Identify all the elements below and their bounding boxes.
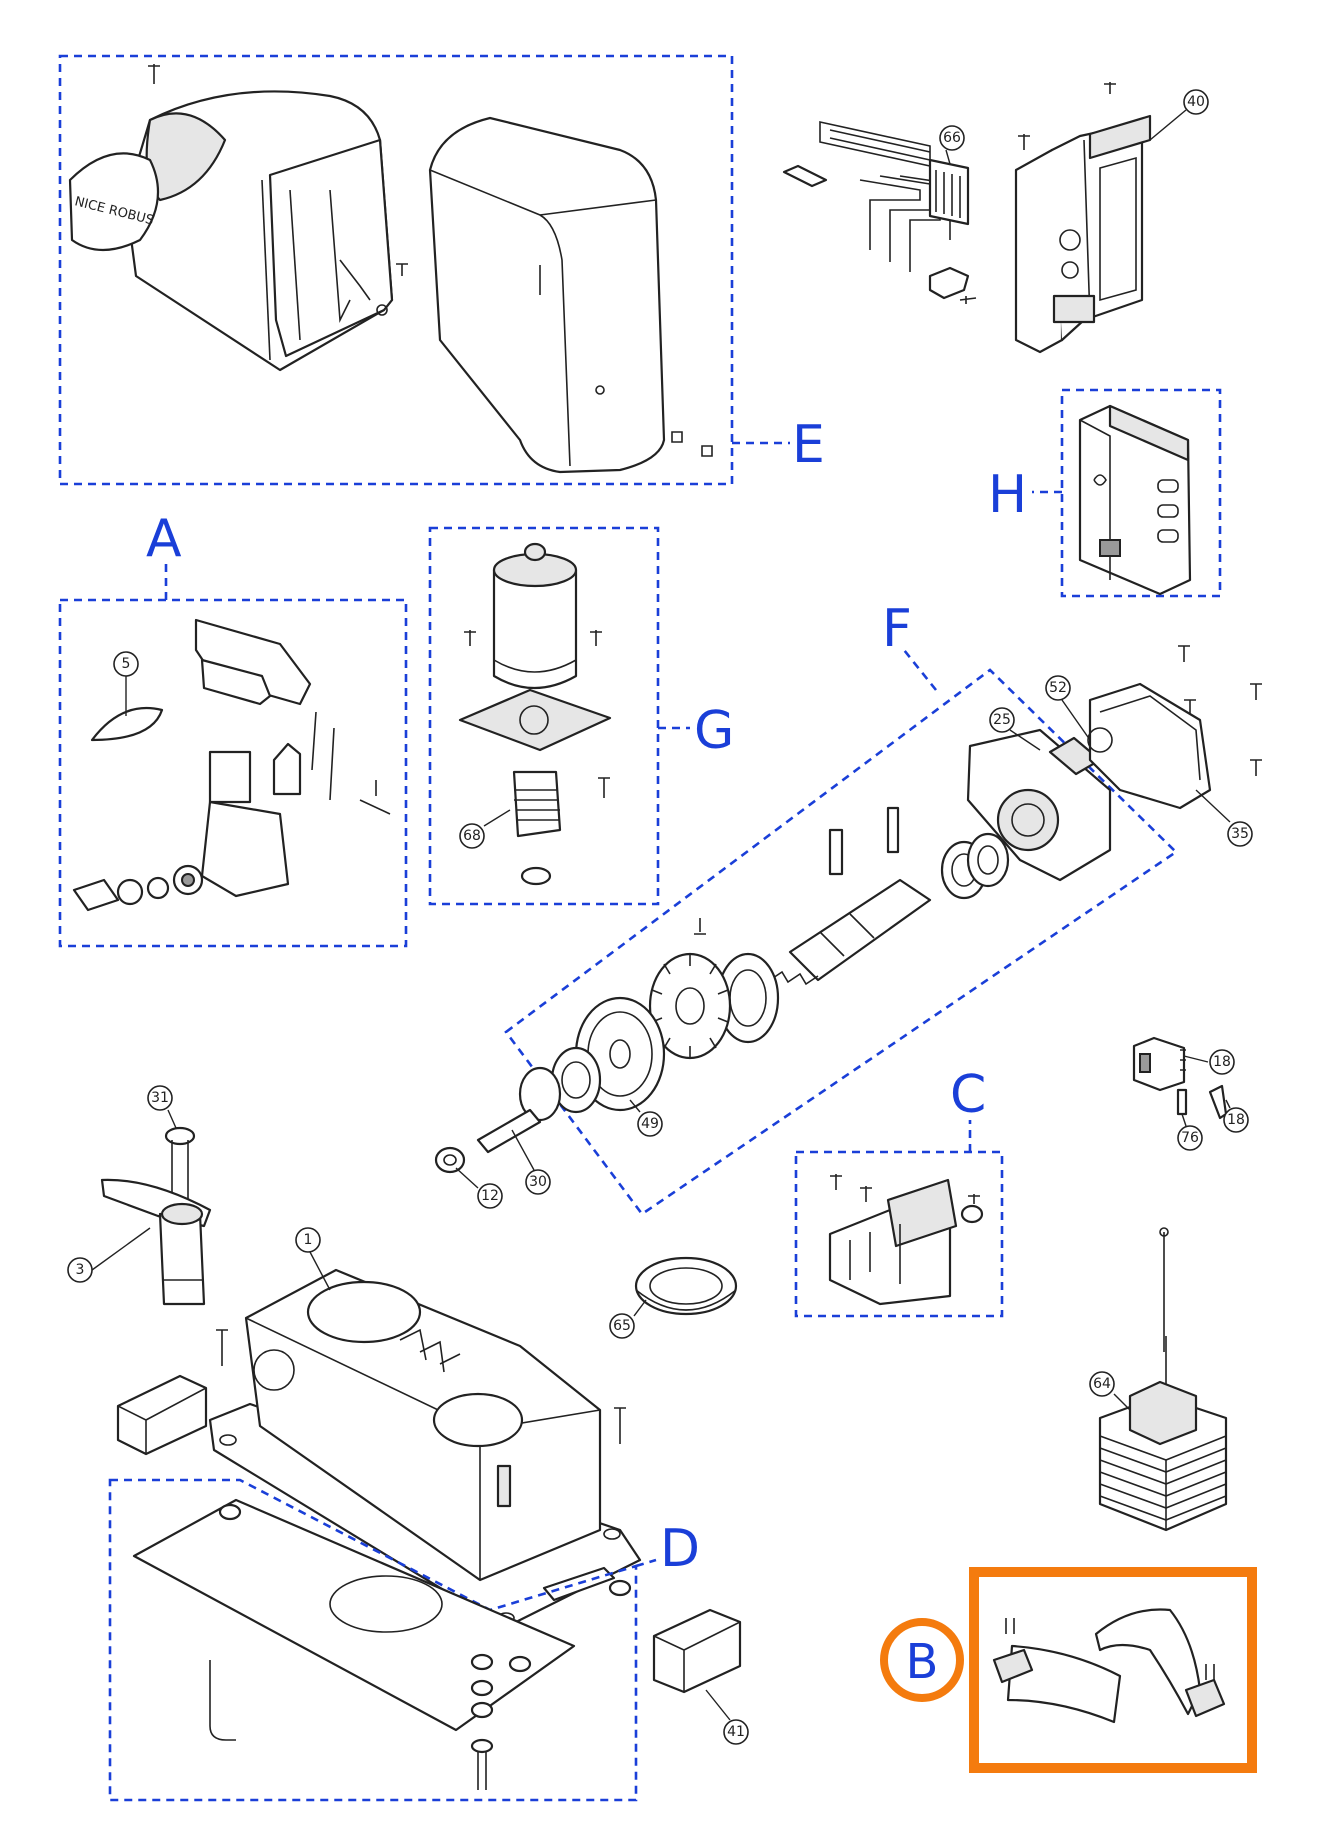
callout-66: 66 [939, 125, 965, 165]
svg-text:68: 68 [463, 828, 481, 844]
group-f: F [504, 599, 1179, 1216]
callout-1: 1 [295, 1227, 331, 1291]
rear-cover [428, 116, 713, 474]
output-shaft-parts [434, 1066, 562, 1174]
callout-35: 35 [1195, 789, 1253, 847]
svg-text:18: 18 [1213, 1054, 1231, 1070]
svg-text:64: 64 [1093, 1376, 1111, 1392]
group-f-box [504, 668, 1179, 1216]
callout-3: 3 [67, 1227, 151, 1283]
rear-bracket [1087, 645, 1262, 810]
group-h-label: H [988, 465, 1027, 525]
callout-64: 64 [1089, 1371, 1131, 1411]
group-h: H [988, 388, 1222, 598]
limit-switch [1132, 1036, 1228, 1120]
group-b: B [880, 1567, 1257, 1773]
group-c-label: C [950, 1065, 986, 1125]
front-cover: NICE ROBUS [68, 64, 408, 372]
group-a-label: A [146, 509, 182, 569]
svg-text:76: 76 [1181, 1130, 1199, 1146]
callout-41: 41 [705, 1689, 749, 1745]
svg-text:25: 25 [993, 712, 1011, 728]
transformer [1098, 1227, 1228, 1532]
callout-65: 65 [609, 1299, 647, 1339]
callout-68: 68 [459, 809, 511, 849]
callout-25: 25 [989, 707, 1041, 751]
group-c: C [794, 1065, 1004, 1318]
callout-52: 52 [1045, 675, 1091, 741]
callout-40: 40 [1149, 89, 1209, 141]
svg-text:12: 12 [481, 1188, 499, 1204]
svg-text:31: 31 [151, 1090, 169, 1106]
group-g-label: G [694, 701, 734, 761]
callout-5: 5 [113, 651, 139, 716]
svg-text:65: 65 [613, 1318, 631, 1334]
svg-text:35: 35 [1231, 826, 1249, 842]
group-c-box [794, 1150, 1004, 1318]
svg-text:52: 52 [1049, 680, 1067, 696]
right-end-cap [652, 1608, 742, 1694]
callout-31: 31 [147, 1085, 177, 1129]
group-e: E NICE ROBUS [58, 54, 825, 486]
svg-text:40: 40 [1187, 94, 1205, 110]
svg-text:66: 66 [943, 130, 961, 146]
callout-12: 12 [455, 1167, 503, 1209]
svg-text:30: 30 [529, 1174, 547, 1190]
group-d-label: D [660, 1519, 700, 1579]
group-e-box [58, 54, 734, 486]
group-a-box [58, 598, 408, 948]
group-b-label: B [906, 1634, 939, 1690]
left-end-cap [116, 1374, 208, 1456]
svg-text:18: 18 [1227, 1112, 1245, 1128]
svg-text:3: 3 [76, 1262, 85, 1278]
callout-76: 76 [1177, 1113, 1203, 1151]
svg-text:41: 41 [727, 1724, 745, 1740]
group-f-label: F [882, 599, 912, 659]
group-b-badge [880, 1618, 964, 1702]
callout-49: 49 [629, 1099, 663, 1137]
callout-30: 30 [511, 1129, 551, 1195]
svg-text:49: 49 [641, 1116, 659, 1132]
group-a: A [58, 509, 408, 948]
svg-text:5: 5 [122, 656, 131, 672]
wiring-and-housing [782, 82, 1152, 354]
group-g-box [428, 526, 660, 906]
group-d: D [108, 1478, 700, 1802]
group-e-label: E [792, 415, 825, 475]
callout-18b: 18 [1223, 1099, 1249, 1133]
svg-text:1: 1 [304, 1232, 313, 1248]
seal-ring [634, 1256, 738, 1316]
callout-18a: 18 [1183, 1049, 1235, 1075]
release-lever [100, 1126, 212, 1306]
group-b-highlight-box [969, 1567, 1257, 1773]
group-g: G [428, 526, 734, 906]
